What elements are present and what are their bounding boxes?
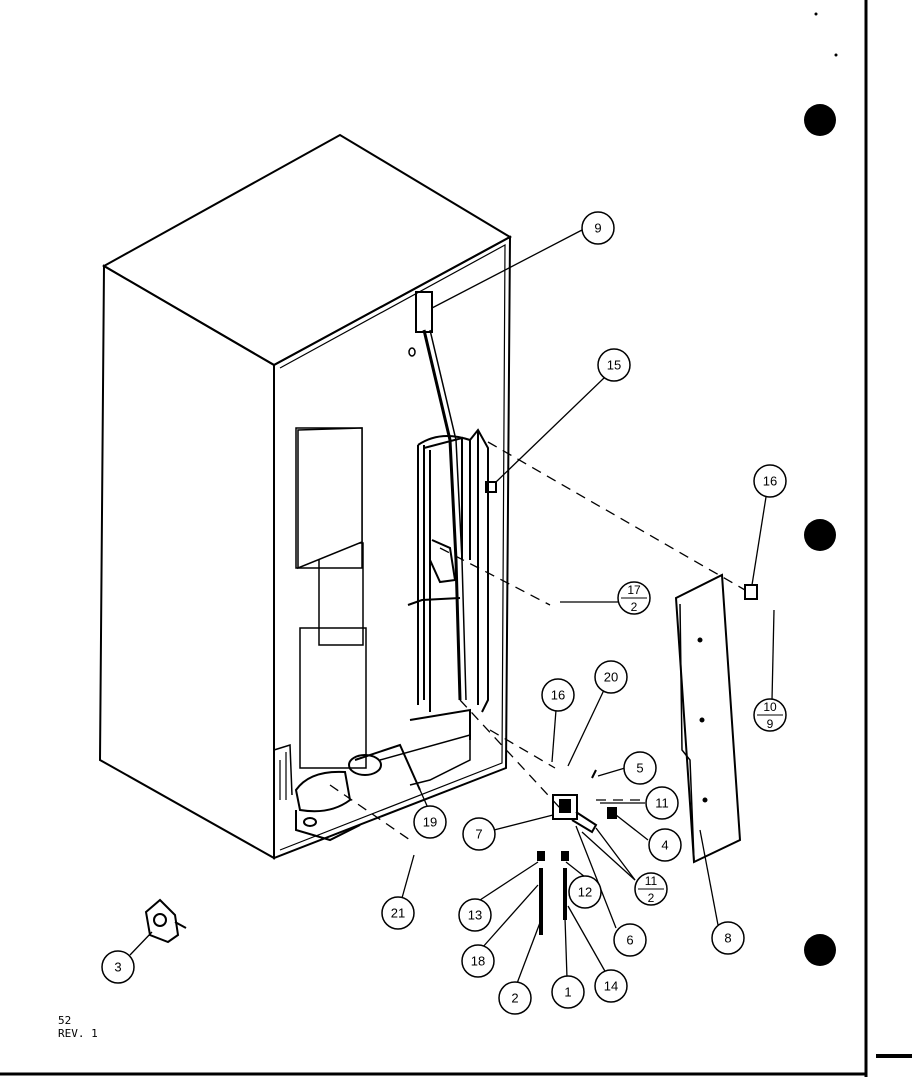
callout-17-over-2: 172	[617, 581, 651, 615]
callout-16-hinge: 16	[753, 464, 787, 498]
svg-text:11: 11	[655, 796, 669, 811]
svg-text:7: 7	[475, 827, 482, 842]
svg-text:4: 4	[661, 838, 668, 853]
svg-text:17: 17	[627, 583, 641, 597]
svg-text:9: 9	[594, 221, 601, 236]
clip-part-15	[485, 481, 497, 493]
callout-15: 15	[597, 348, 631, 382]
valve-part-3	[144, 898, 187, 944]
svg-text:5: 5	[636, 761, 643, 776]
svg-text:21: 21	[391, 906, 405, 921]
callout-9: 9	[581, 211, 615, 245]
svg-text:2: 2	[511, 991, 518, 1006]
leader-lines	[129, 229, 775, 987]
callout-20: 20	[594, 660, 628, 694]
refrigerator-cabinet	[98, 133, 513, 860]
svg-text:10: 10	[763, 700, 777, 714]
svg-text:14: 14	[604, 979, 618, 994]
back-panel	[674, 573, 742, 864]
binder-hole	[804, 104, 836, 136]
binder-hole	[804, 519, 836, 551]
callout-18: 18	[461, 944, 495, 978]
svg-text:12: 12	[578, 885, 592, 900]
callout-19: 19	[413, 805, 447, 839]
callout-8: 8	[711, 921, 745, 955]
svg-text:16: 16	[551, 688, 565, 703]
callout-11-over-2: 112	[634, 872, 668, 906]
svg-text:20: 20	[604, 670, 618, 685]
svg-text:19: 19	[423, 815, 437, 830]
callout-11: 11	[645, 786, 679, 820]
callout-6: 6	[613, 923, 647, 957]
callout-3: 3	[101, 950, 135, 984]
callout-7: 7	[462, 817, 496, 851]
callout-5: 5	[623, 751, 657, 785]
svg-text:13: 13	[468, 908, 482, 923]
bracket-part-16	[744, 584, 758, 600]
page-number: 52	[58, 1014, 72, 1027]
svg-text:2: 2	[631, 600, 638, 614]
callout-2: 2	[498, 981, 532, 1015]
callout-4: 4	[648, 828, 682, 862]
svg-text:15: 15	[607, 358, 621, 373]
binder-hole	[804, 934, 836, 966]
callout-12: 12	[568, 875, 602, 909]
svg-text:3: 3	[114, 960, 121, 975]
drain-tube	[408, 291, 467, 701]
callout-14: 14	[594, 969, 628, 1003]
callout-10-over-9: 109	[753, 698, 787, 732]
callout-13: 13	[458, 898, 492, 932]
svg-text:8: 8	[724, 931, 731, 946]
svg-text:16: 16	[763, 474, 777, 489]
callout-16-valve: 16	[541, 678, 575, 712]
callout-21: 21	[381, 896, 415, 930]
guide-lines	[329, 441, 746, 841]
callout-1: 1	[551, 975, 585, 1009]
svg-text:6: 6	[626, 933, 633, 948]
revision-label: REV. 1	[58, 1027, 98, 1040]
condenser-tubing	[379, 428, 489, 786]
svg-text:2: 2	[648, 891, 655, 905]
svg-text:9: 9	[767, 717, 774, 731]
svg-text:1: 1	[564, 985, 571, 1000]
svg-text:11: 11	[645, 874, 658, 888]
compressor	[294, 743, 421, 842]
page-footer: 52 REV. 1	[58, 1014, 98, 1040]
svg-text:18: 18	[471, 954, 485, 969]
water-valve-assembly	[537, 769, 617, 935]
